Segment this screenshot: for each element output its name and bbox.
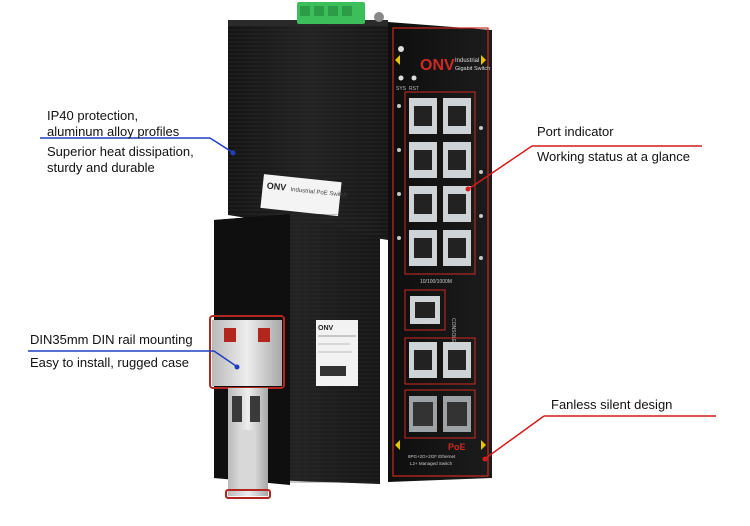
fanless-callout-title: Fanless silent design (551, 397, 673, 412)
din-unit-label: ONV (316, 320, 358, 386)
svg-text:L2+ Managed Switch: L2+ Managed Switch (410, 461, 453, 466)
port-callout-sub: Working status at a glance (537, 149, 690, 164)
din-callout-title: DIN35mm DIN rail mounting (30, 332, 193, 347)
svg-text:Industrial PoE Switch: Industrial PoE Switch (290, 187, 347, 199)
din-callout-sub: Easy to install, rugged case (30, 355, 189, 370)
ip40-line1: IP40 protection, (47, 108, 139, 123)
svg-text:10/100/1000M: 10/100/1000M (420, 279, 452, 285)
brand-logo: ONV (420, 57, 455, 74)
svg-text:SYS: SYS (396, 86, 407, 92)
rj45-port-grid (409, 98, 471, 266)
svg-text:RST: RST (409, 86, 419, 92)
main-switch-front-panel: ONV Industrial Gigabit Switch SYS RST 1 (388, 22, 492, 482)
svg-text:Industrial: Industrial (455, 58, 479, 64)
svg-text:ONV: ONV (266, 181, 286, 193)
port-callout-title: Port indicator (537, 124, 614, 139)
din-rail-unit: ONV (209, 214, 380, 499)
power-terminal-block (297, 2, 384, 24)
heat-leader-line (209, 137, 233, 153)
heat-line2: sturdy and durable (47, 160, 155, 175)
svg-text:ONV: ONV (318, 325, 334, 332)
svg-text:CONSOLE: CONSOLE (450, 318, 456, 343)
heat-callout: Superior heat dissipation, sturdy and du… (47, 144, 194, 176)
ip40-callout: IP40 protection, aluminum alloy profiles (47, 108, 179, 140)
din-rail-clip (209, 315, 285, 499)
ip40-line2: aluminum alloy profiles (47, 124, 180, 139)
svg-text:PoE: PoE (448, 442, 466, 452)
svg-text:8PG+2G+2GF Ethernet: 8PG+2G+2GF Ethernet (408, 454, 456, 459)
side-product-label: ONV Industrial PoE Switch (260, 174, 347, 217)
svg-text:Gigabit Switch: Gigabit Switch (455, 66, 490, 72)
heat-line1: Superior heat dissipation, (47, 144, 194, 159)
